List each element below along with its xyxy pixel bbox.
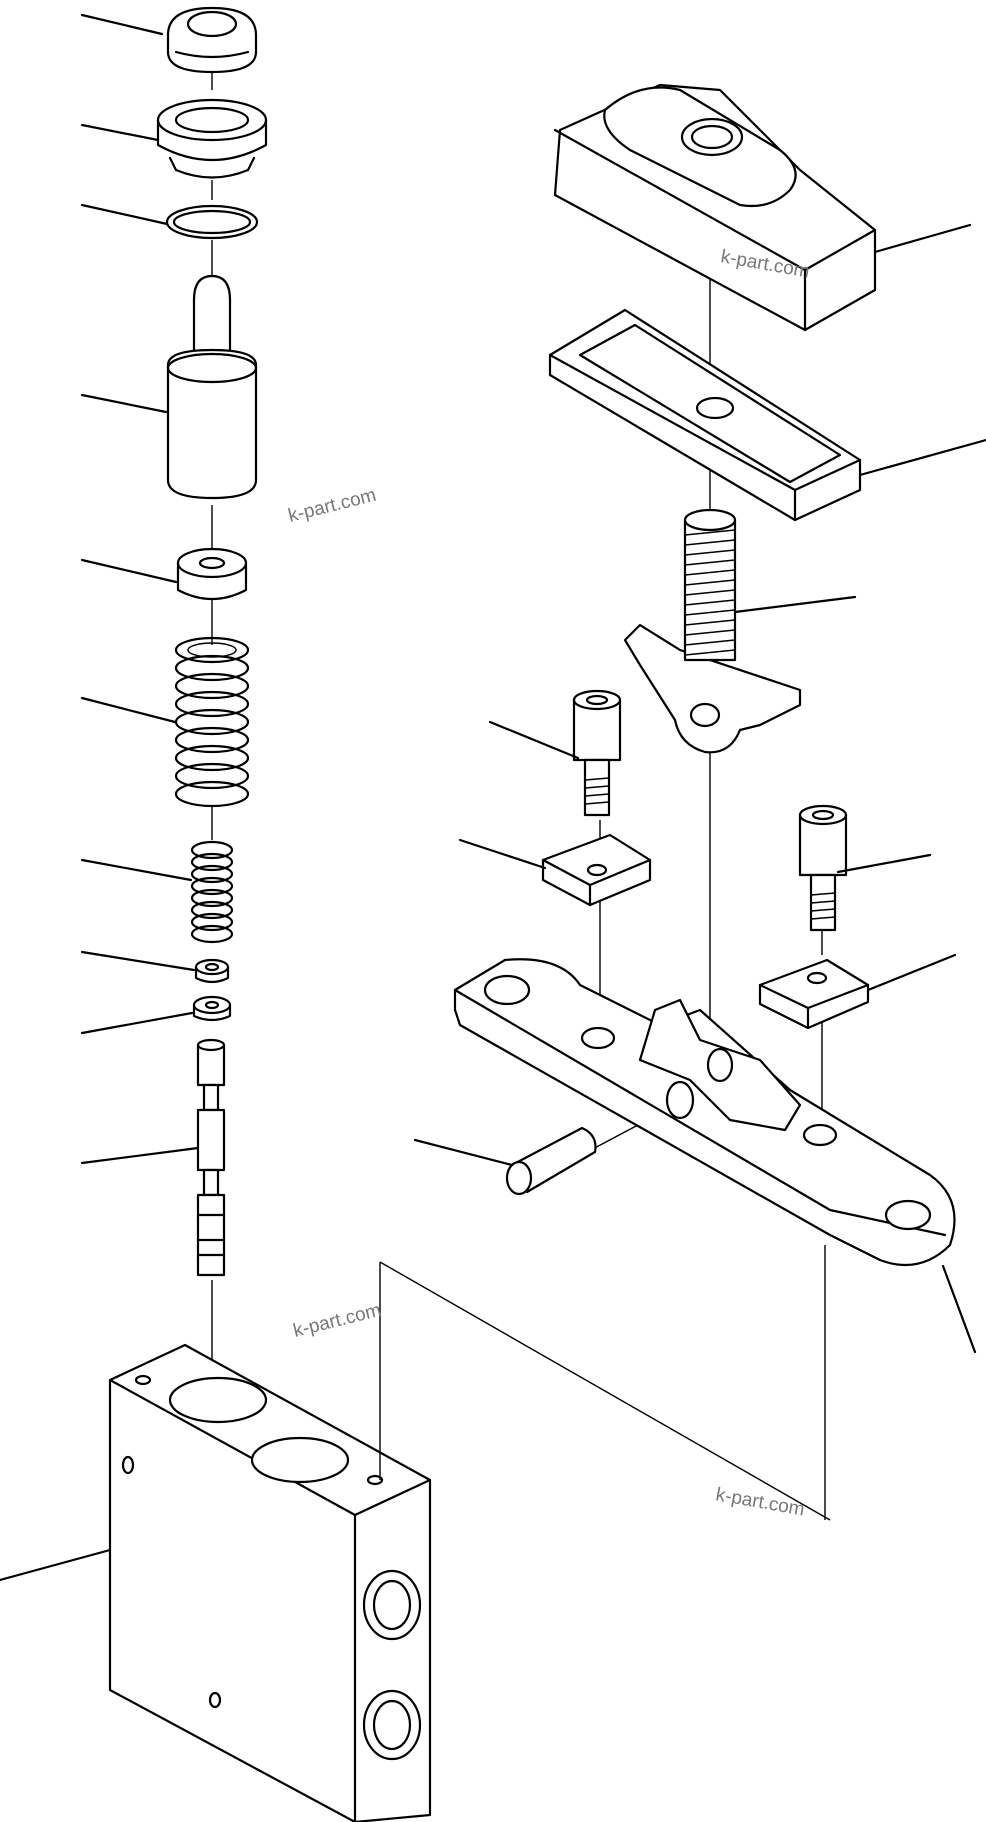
pin-part [505,1126,597,1196]
nut-plate-part [541,833,652,907]
seal-bushing-part [156,98,268,179]
spacer-part [176,547,248,600]
small-washer-part [194,958,230,984]
watermark-text: k-part.com [291,1300,383,1342]
threaded-stud-part [623,508,802,754]
small-washer-part-2 [192,995,232,1022]
spool-part [196,1038,226,1277]
nut-plate-part-2 [758,958,870,1030]
top-cap-part [166,6,258,74]
large-spring-part [174,636,250,808]
lever-arm-part [453,958,956,1267]
o-ring-part [165,204,259,240]
socket-bolt-part-2 [798,804,848,932]
plunger-part [166,274,258,500]
socket-bolt-part [572,689,622,817]
cover-pad-part [553,83,877,332]
small-spring-part [190,840,234,944]
watermark-text: k-part.com [286,485,378,527]
watermark-text: k-part.com [714,1484,806,1520]
tray-bracket-part [548,308,862,522]
valve-block-part [108,1343,432,1822]
callout-leader-lines [0,13,986,1582]
